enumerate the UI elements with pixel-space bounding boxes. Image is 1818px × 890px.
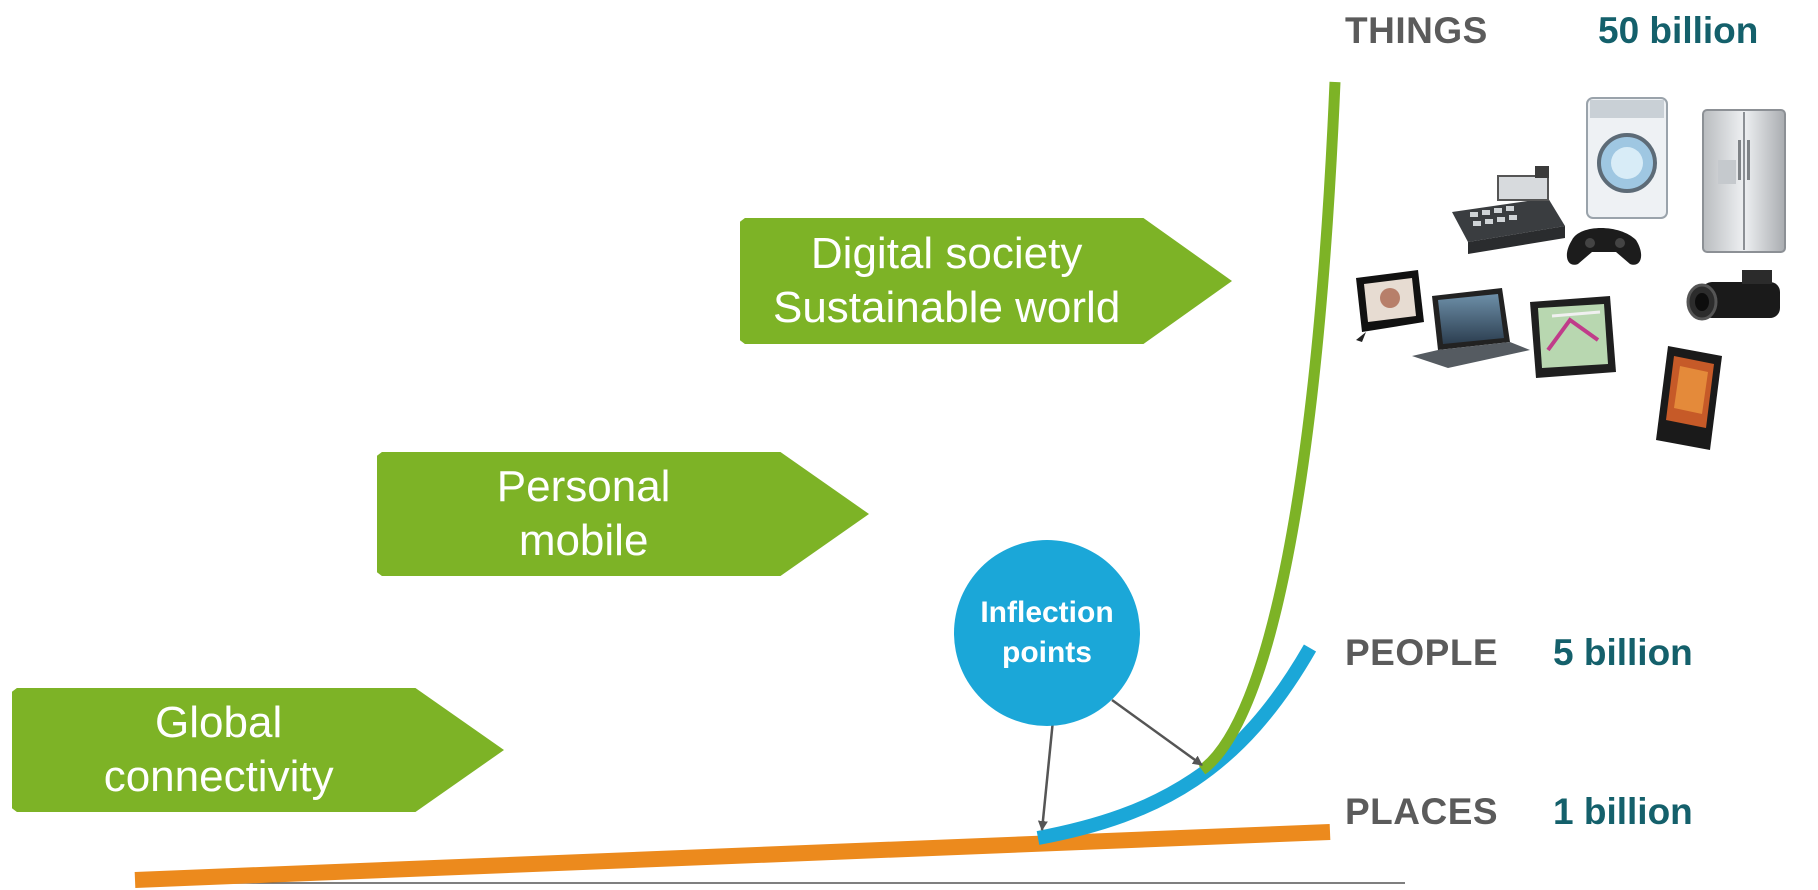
refrigerator-icon	[1702, 109, 1786, 253]
box-digital-line-2: Sustainable world	[772, 283, 1121, 332]
global-connectivity-box: Global connectivity	[12, 688, 504, 812]
photo-frame-icon	[1356, 270, 1424, 342]
box-personal-line-2: mobile	[518, 516, 649, 565]
cash-register-icon	[1452, 166, 1565, 254]
things-value: 50 billion	[1598, 10, 1759, 51]
personal-mobile-box: Personal mobile	[377, 452, 869, 576]
places-value: 1 billion	[1553, 791, 1693, 832]
places-label: PLACES	[1345, 791, 1499, 832]
things-label: THINGS	[1345, 10, 1488, 51]
things-curve	[1198, 81, 1341, 775]
inflection-arrow-2	[1111, 698, 1203, 767]
box-personal-line-1: Personal	[496, 462, 671, 511]
mobile-phone-icon	[1656, 346, 1722, 450]
gps-navigator-icon	[1530, 296, 1616, 378]
box-global-line-2: connectivity	[103, 752, 334, 801]
washing-machine-icon	[1586, 97, 1668, 219]
inflection-arrow-1	[1037, 709, 1056, 831]
bubble-line-2: points	[1002, 636, 1092, 669]
portable-dvd-player-icon	[1412, 288, 1530, 368]
people-label: PEOPLE	[1345, 632, 1499, 673]
inflection-points-bubble: Inflection points	[954, 540, 1140, 726]
box-global-line-1: Global	[155, 698, 283, 747]
places-curve	[134, 824, 1331, 888]
people-curve	[1036, 644, 1317, 845]
camcorder-icon	[1686, 270, 1780, 321]
game-controller-icon	[1566, 228, 1642, 265]
people-value: 5 billion	[1553, 632, 1693, 673]
bubble-line-1: Inflection	[980, 596, 1114, 629]
digital-society-box: Digital society Sustainable world	[740, 218, 1232, 344]
box-digital-line-1: Digital society	[810, 229, 1083, 278]
